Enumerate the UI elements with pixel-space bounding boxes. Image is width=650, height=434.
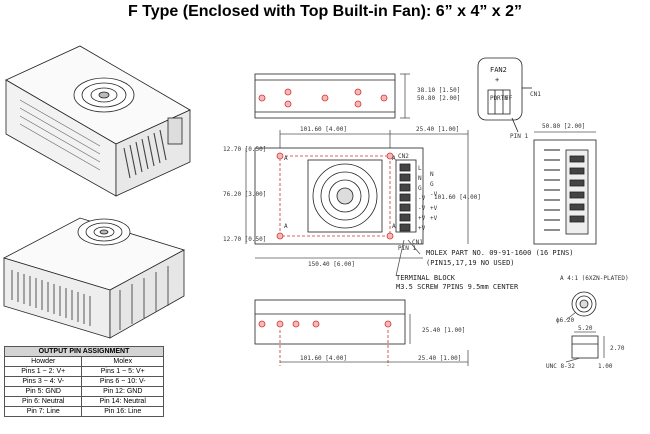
column-howder: Howder: [3, 356, 83, 367]
dim-25-40-top: 25.40 [1.00]: [416, 126, 459, 133]
detail-a-title: A 4:1 (6XZN-PLATED): [560, 275, 629, 282]
phi-6-20: ϕ6.20: [556, 317, 574, 324]
terminal-right-4: +V: [430, 205, 438, 212]
terminal-labels: L N G -V -V +V +V N G -V +V +V: [418, 165, 438, 232]
dim-bot-25-40: 25.40 [1.00]: [418, 355, 461, 362]
fan-connector-callout: [477, 57, 532, 133]
molex-part-note: MOLEX PART NO. 09-91-1600 (16 PINS): [426, 249, 574, 257]
pin1-label: PIN 1: [510, 133, 528, 140]
table-row: Pin 5: GND Pin 12: GND: [3, 386, 164, 397]
front-view: [254, 299, 469, 366]
cell-howder: Pin 6: Neutral: [3, 396, 83, 407]
terminal-right-3: -V: [430, 191, 438, 198]
dim-76-20: 76.20 [3.00]: [223, 191, 266, 198]
dim-101-60-top: 101.60 [4.00]: [300, 126, 347, 133]
hole-mark-a2: A: [392, 155, 396, 162]
terminal-right-1: N: [430, 171, 434, 178]
dim-101-60-right: 101.60 [4.00]: [434, 194, 481, 201]
fan-grille-icon: [77, 218, 131, 246]
hole-mark-a1: A: [284, 155, 288, 162]
dim-5-20: 5.20: [578, 325, 593, 332]
terminal-block-note: TERMINAL BLOCK: [396, 274, 456, 282]
terminal-mark-7: +V: [418, 225, 426, 232]
cell-molex: Pin 16: Line: [81, 406, 164, 417]
cell-howder: Pin 7: Line: [3, 406, 83, 417]
table-row: Pins 3 ~ 4: V- Pins 6 ~ 10: V-: [3, 376, 164, 387]
dim-bot-101-60: 101.60 [4.00]: [300, 355, 347, 362]
table-row: Pins 1 ~ 2: V+ Pins 1 ~ 5: V+: [3, 366, 164, 377]
fan-pin-rtn: RTN: [497, 95, 508, 102]
side-view: [533, 131, 597, 245]
isometric-view-top: [5, 45, 191, 197]
molex-pins-note: (PIN15,17,19 NO USED): [426, 259, 515, 267]
terminal-mark-2: N: [418, 175, 422, 182]
dim-12-70-a: 12.70 [0.50]: [223, 146, 266, 153]
hole-mark-a4: A: [392, 223, 396, 230]
dim-side-50-80: 50.80 [2.00]: [542, 123, 585, 130]
fan-pin-ff: FF: [505, 95, 513, 102]
unc-label: UNC 8-32: [546, 363, 575, 370]
cn2-label: CN2: [398, 153, 409, 160]
terminal-right-5: +V: [430, 215, 438, 222]
cn1-small-label: CN1: [412, 239, 423, 246]
pin1-small-label: PIN 1: [398, 245, 416, 252]
column-molex: Molex: [81, 356, 164, 367]
dim-front-25-40: 25.40 [1.00]: [422, 327, 465, 334]
terminal-screw-note: M3.5 SCREW 7PINS 9.5mm CENTER: [396, 283, 519, 291]
dim-150-40: 150.40 [6.00]: [308, 261, 355, 268]
isometric-view-bottom: [2, 217, 186, 339]
dim-12-70-b: 12.70 [0.50]: [223, 236, 266, 243]
top-elevation-view: [254, 73, 410, 119]
plan-view: [245, 130, 469, 277]
fan-pin-pd: PD: [490, 95, 498, 102]
cell-molex: Pin 12: GND: [81, 386, 164, 397]
cell-molex: Pins 6 ~ 10: V-: [81, 376, 164, 387]
dim-1-00: 1.00: [598, 363, 613, 370]
cell-howder: Pin 5: GND: [3, 386, 83, 397]
cell-molex: Pins 1 ~ 5: V+: [81, 366, 164, 377]
cn1-label: CN1: [530, 91, 541, 98]
hole-mark-a3: A: [284, 223, 288, 230]
page-title: F Type (Enclosed with Top Built-in Fan):…: [127, 3, 523, 20]
dim-38-10: 38.10 [1.50]: [417, 87, 460, 94]
plus-label: +: [495, 76, 499, 84]
cell-molex: Pin 14: Neutral: [81, 396, 164, 407]
table-row: Pin 6: Neutral Pin 14: Neutral: [3, 396, 164, 407]
terminal-right-2: G: [430, 181, 434, 188]
terminal-mark-5: -V: [418, 205, 426, 212]
cell-howder: Pins 3 ~ 4: V-: [3, 376, 83, 387]
fan-grille-icon: [73, 77, 135, 113]
cell-howder: Pins 1 ~ 2: V+: [3, 366, 83, 377]
terminal-mark-4: -V: [418, 195, 426, 202]
dim-50-80: 50.80 [2.00]: [417, 95, 460, 102]
output-pin-table: OUTPUT PIN ASSIGNMENT Howder Molex Pins …: [3, 346, 164, 417]
table-heading: OUTPUT PIN ASSIGNMENT: [4, 346, 164, 357]
dim-2-70: 2.70: [610, 345, 625, 352]
terminal-mark-1: L: [418, 165, 422, 172]
detail-a-view: [565, 291, 605, 363]
table-row: Pin 7: Line Pin 16: Line: [3, 406, 164, 417]
fan2-label: FAN2: [490, 66, 507, 74]
terminal-mark-6: +V: [418, 215, 426, 222]
terminal-mark-3: G: [418, 185, 422, 192]
